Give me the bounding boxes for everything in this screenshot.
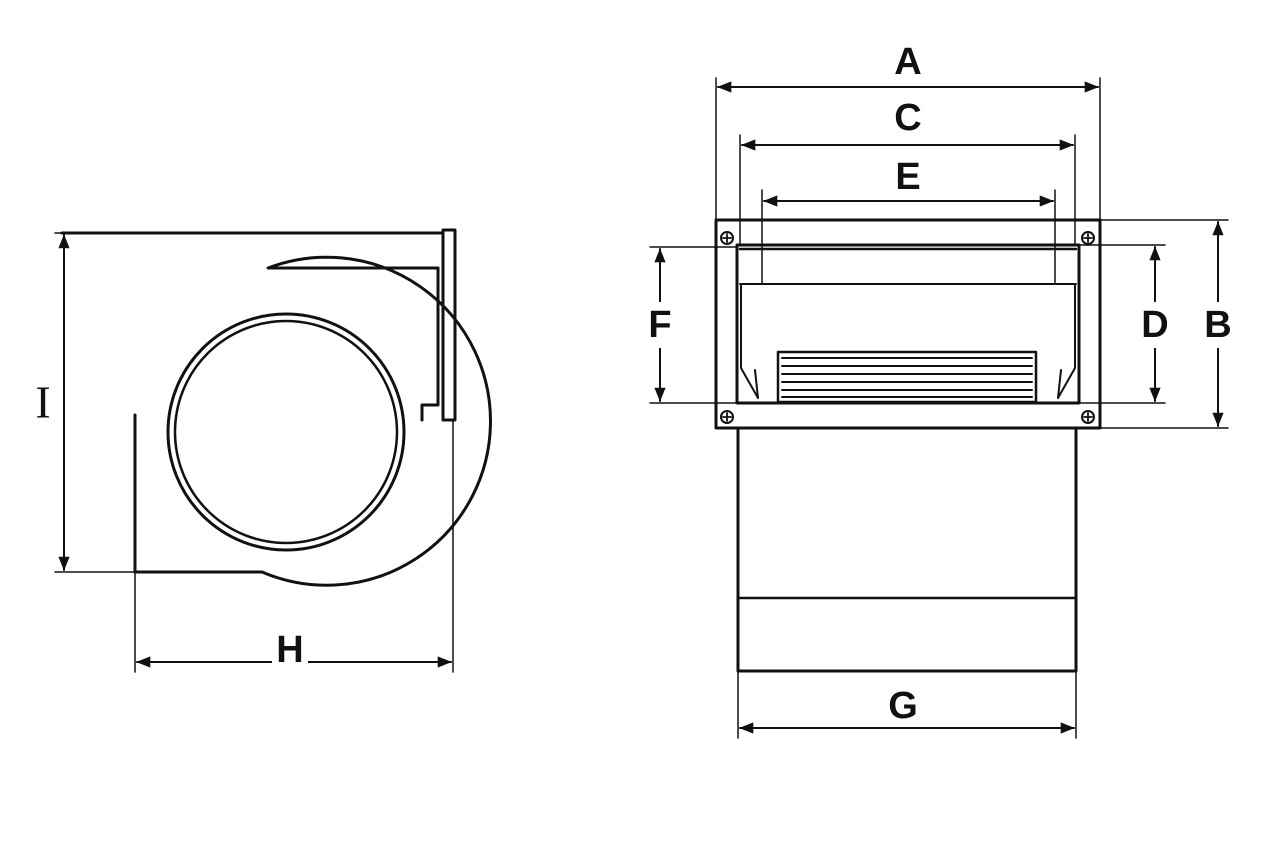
fan-blades xyxy=(781,357,1033,398)
scroll-housing-outline xyxy=(133,255,492,587)
blower-body xyxy=(736,426,1078,673)
label-i-mask xyxy=(30,372,56,432)
dimension-label-f: F xyxy=(648,304,671,346)
dimension-label-h: H xyxy=(276,629,303,671)
label-b-mask xyxy=(1201,302,1235,348)
outlet-flange xyxy=(441,228,457,422)
screw-icon xyxy=(1081,231,1095,245)
dimension-label-e: E xyxy=(895,156,920,198)
label-f-mask xyxy=(644,302,676,348)
inlet-ring-inner xyxy=(173,319,399,545)
screw-icon xyxy=(720,410,734,424)
outlet-flange-front xyxy=(714,218,1102,430)
opening-right-wall xyxy=(1057,283,1076,399)
dimension-label-b: B xyxy=(1204,304,1231,346)
label-d-mask xyxy=(1138,302,1172,348)
opening-left-wall xyxy=(740,283,759,399)
inlet-ring-outer xyxy=(166,312,406,552)
outlet-opening xyxy=(735,243,1081,405)
label-h-mask xyxy=(272,632,308,688)
dimension-label-d: D xyxy=(1141,304,1168,346)
dimension-label-c: C xyxy=(894,97,921,139)
fan-wheel xyxy=(776,350,1038,404)
dimension-label-g: G xyxy=(888,685,918,727)
dimension-label-a: A xyxy=(894,41,921,83)
front-view: A C E D B F G xyxy=(644,41,1235,739)
screw-icon xyxy=(1081,410,1095,424)
dimension-label-i: I xyxy=(35,377,50,428)
screw-icon xyxy=(720,231,734,245)
side-view: H I xyxy=(30,228,492,688)
